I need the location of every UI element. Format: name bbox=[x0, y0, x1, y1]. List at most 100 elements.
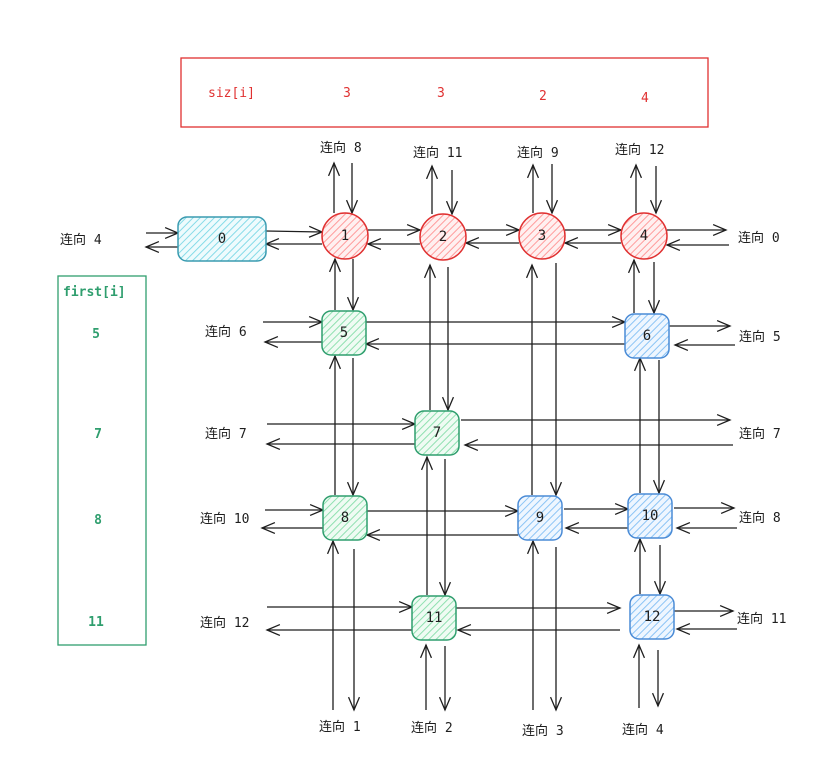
boundary-label-right: 连向 5 bbox=[739, 329, 781, 345]
edge-horizontal bbox=[264, 237, 322, 251]
siz-value: 4 bbox=[641, 91, 649, 106]
node-box bbox=[411, 595, 457, 641]
arrowhead bbox=[328, 354, 342, 370]
siz-value: 3 bbox=[343, 86, 351, 101]
node-label: 11 bbox=[426, 610, 443, 626]
edge-vertical bbox=[346, 358, 360, 497]
arrowhead bbox=[652, 479, 666, 495]
boundary-label-bottom: 连向 2 bbox=[411, 720, 453, 736]
arrowhead bbox=[651, 692, 665, 708]
graph-node-3: 3 bbox=[518, 212, 566, 260]
arrowhead bbox=[606, 601, 622, 615]
edge-vertical bbox=[653, 545, 667, 596]
arrowhead bbox=[260, 521, 276, 535]
arrowhead bbox=[675, 521, 691, 535]
arrowhead bbox=[346, 296, 360, 312]
arrowhead bbox=[425, 164, 439, 180]
edge-vertical bbox=[652, 360, 666, 495]
graph-node-9: 9 bbox=[517, 495, 563, 541]
arrowhead bbox=[438, 581, 452, 597]
boundary-label-bottom: 连向 3 bbox=[522, 723, 564, 739]
edge-horizontal bbox=[263, 315, 324, 329]
arrowhead bbox=[263, 335, 279, 349]
graph-node-12: 12 bbox=[629, 594, 675, 640]
boundary-label-left: 连向 7 bbox=[205, 426, 247, 442]
node-circle bbox=[321, 212, 369, 260]
graph-node-5: 5 bbox=[321, 310, 367, 356]
node-circle bbox=[620, 212, 668, 260]
edge-vertical bbox=[328, 257, 342, 310]
arrowhead bbox=[720, 501, 736, 515]
edge-horizontal bbox=[463, 438, 733, 452]
first-value: 5 bbox=[92, 327, 100, 342]
arrowhead bbox=[549, 481, 563, 497]
node-label: 7 bbox=[433, 425, 441, 441]
node-label: 0 bbox=[218, 231, 226, 247]
graph-node-7: 7 bbox=[414, 410, 460, 456]
edge-vertical bbox=[633, 537, 647, 594]
edge-horizontal bbox=[673, 338, 735, 352]
arrowhead bbox=[633, 537, 647, 553]
first-value: 11 bbox=[88, 615, 104, 630]
node-box bbox=[321, 310, 367, 356]
edge-horizontal bbox=[146, 226, 180, 240]
first-box-border bbox=[57, 275, 147, 646]
right-labels: 连向 0 连向 5 连向 7 连向 8 连向 11 bbox=[737, 230, 786, 627]
edge-horizontal bbox=[674, 604, 735, 618]
edge-horizontal bbox=[367, 504, 520, 518]
graph-node-2: 2 bbox=[419, 213, 467, 261]
arrowhead bbox=[328, 257, 342, 273]
boundary-label-bottom: 连向 1 bbox=[319, 719, 361, 735]
boundary-label-left: 连向 10 bbox=[200, 511, 249, 527]
arrowhead bbox=[525, 263, 539, 279]
edge-vertical bbox=[545, 164, 559, 215]
arrowhead bbox=[463, 438, 479, 452]
arrowhead bbox=[649, 199, 663, 215]
arrowhead bbox=[438, 696, 452, 712]
edge-vertical bbox=[420, 455, 434, 595]
node-box bbox=[624, 313, 670, 359]
edge-horizontal bbox=[144, 240, 178, 254]
boundary-label-top: 连向 11 bbox=[413, 145, 462, 161]
node-label: 5 bbox=[340, 325, 348, 341]
arrowhead bbox=[675, 622, 691, 636]
arrowhead bbox=[327, 161, 341, 177]
edge-vertical bbox=[441, 267, 455, 412]
edge-horizontal bbox=[665, 238, 729, 252]
edge-vertical bbox=[327, 161, 341, 213]
edge-horizontal bbox=[466, 223, 521, 237]
boundary-label-right: 连向 11 bbox=[737, 611, 786, 627]
siz-box-border bbox=[180, 57, 709, 128]
edge-horizontal bbox=[456, 623, 620, 637]
node-box bbox=[627, 493, 673, 539]
edge-horizontal bbox=[364, 337, 625, 351]
edge-vertical bbox=[649, 166, 663, 215]
arrowhead bbox=[564, 521, 580, 535]
node-label: 1 bbox=[341, 228, 349, 244]
siz-value: 3 bbox=[437, 86, 445, 101]
boundary-label-right: 连向 8 bbox=[739, 510, 781, 526]
arrowhead bbox=[144, 240, 160, 254]
node-box bbox=[322, 495, 368, 541]
node-label: 9 bbox=[536, 510, 544, 526]
arrowhead bbox=[632, 643, 646, 659]
edge-vertical bbox=[549, 263, 563, 497]
node-label: 12 bbox=[644, 609, 661, 625]
graph-node-8: 8 bbox=[322, 495, 368, 541]
arrowhead bbox=[563, 236, 579, 250]
graph-node-0: 0 bbox=[177, 216, 267, 262]
top-labels: 连向 8 连向 11 连向 9 连向 12 bbox=[320, 140, 664, 161]
edge-vertical bbox=[438, 646, 452, 712]
boundary-label-left: 连向 12 bbox=[200, 615, 249, 631]
arrowhead bbox=[607, 223, 623, 237]
edge-vertical bbox=[347, 549, 361, 712]
node-box bbox=[517, 495, 563, 541]
edge-vertical bbox=[419, 643, 433, 710]
edge-vertical bbox=[345, 163, 359, 215]
arrowhead bbox=[345, 199, 359, 215]
edge-vertical bbox=[632, 643, 646, 708]
edge-vertical bbox=[651, 650, 665, 708]
graph-node-10: 10 bbox=[627, 493, 673, 539]
node-label: 8 bbox=[341, 510, 349, 526]
